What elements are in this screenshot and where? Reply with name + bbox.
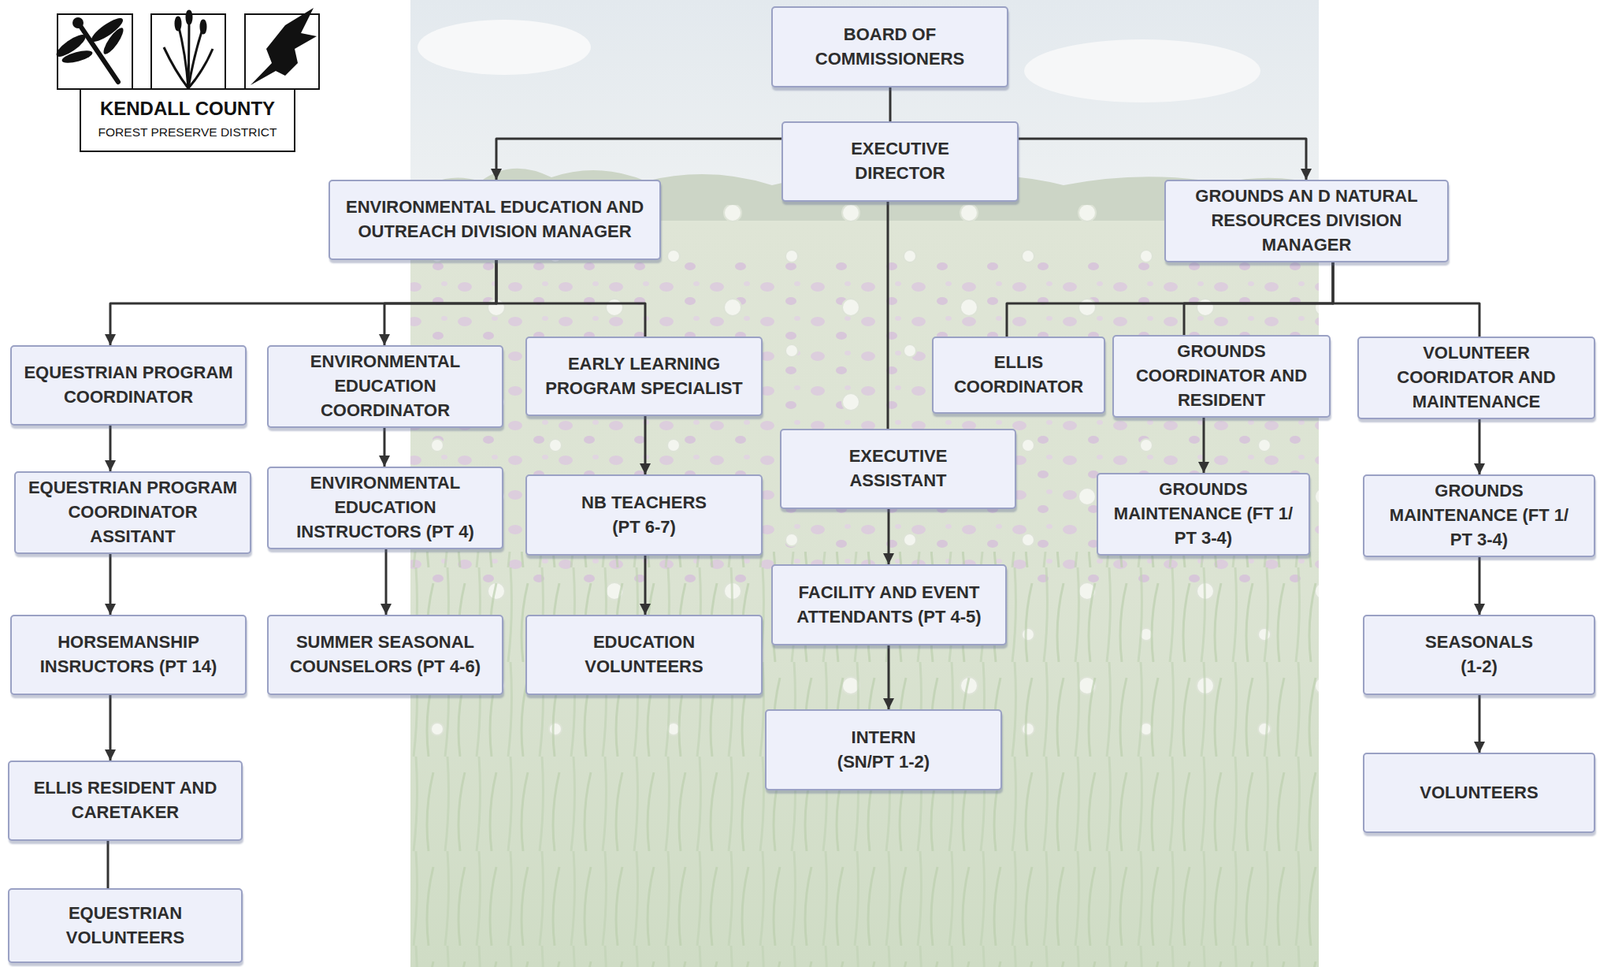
cloud [1024,39,1261,103]
org-box: ENVIRONMENTAL EDUCATION COORDINATOR [267,345,504,428]
box-label: FACILITY AND EVENT ATTENDANTS (PT 4-5) [782,580,996,630]
box-label: ENVIRONMENTAL EDUCATION AND OUTREACH DIV… [339,195,650,245]
connector [496,259,646,337]
box-label: SUMMER SEASONAL COUNSELORS (PT 4-6) [278,630,493,680]
bird-icon [250,7,317,86]
box-label: VOLUNTEER COORIDATOR AND MAINTENANCE [1368,341,1585,414]
org-box: FACILITY AND EVENT ATTENDANTS (PT 4-5) [771,564,1007,646]
box-label: NB TEACHERS (PT 6-7) [573,490,716,540]
connector [107,840,110,888]
plant-stem [188,48,213,89]
box-label: EARLY LEARNING PROGRAM SPECIALIST [536,352,752,401]
box-label: INTERN (SN/PT 1-2) [820,725,947,775]
box-label: EQUESTRIAN PROGRAM COORDINATOR [21,360,236,410]
org-box: VOLUNTEER COORIDATOR AND MAINTENANCE [1357,336,1596,420]
connector [1018,138,1307,180]
org-box: GROUNDS COORDINATOR AND RESIDENT [1112,334,1331,418]
grass-field [410,551,1319,967]
org-box: VOLUNTEERS [1362,752,1596,833]
cloud [417,19,591,75]
connector [109,553,112,615]
connector [1478,556,1482,615]
connector [110,259,497,346]
box-label: HORSEMANSHIP INSRUCTORS (PT 14) [21,630,236,680]
prairie-photo [410,0,1319,967]
connector [1006,262,1333,337]
box-label: EXECUTIVE DIRECTOR [821,137,980,186]
connector [384,259,497,346]
org-box: SEASONALS (1-2) [1362,614,1596,695]
seed-head [186,11,192,24]
connector [644,555,647,615]
org-box: GROUNDS AN D NATURAL RESOURCES DIVISION … [1164,179,1449,263]
seed-head [200,20,206,34]
connector [383,427,387,467]
box-label: VOLUNTEERS [1419,780,1538,806]
box-label: GROUNDS MAINTENANCE (FT 1/ PT 3-4) [1107,477,1300,550]
org-box: ELLIS COORDINATOR [931,336,1106,414]
box-label: GROUNDS MAINTENANCE (FT 1/ PT 3-4) [1380,478,1578,552]
connector [887,645,891,710]
org-box: EXECUTIVE DIRECTOR [781,121,1019,202]
connector [887,201,890,429]
org-box: EARLY LEARNING PROGRAM SPECIALIST [525,336,763,416]
connector [1202,417,1206,473]
org-box: ENVIRONMENTAL EDUCATION INSTRUCTORS (PT … [267,466,504,550]
connector [1332,262,1480,337]
connector [887,508,891,565]
org-box: EQUESTRIAN PROGRAM COORDINATOR ASSITANT [14,471,252,554]
box-label: EDUCATION VOLUNTEERS [553,630,736,680]
connector [644,415,647,475]
district-logo [53,7,320,152]
logo-text: KENDALL COUNTY [80,97,295,120]
seed-head [175,17,181,30]
box-label: ENVIRONMENTAL EDUCATION COORDINATOR [278,349,493,423]
plant-stem [188,17,190,89]
org-box: ELLIS RESIDENT AND CARETAKER [7,760,243,841]
box-label: EQUESTRIAN PROGRAM COORDINATOR ASSITANT [25,475,241,549]
plant-stem [178,23,189,89]
connector [1478,419,1482,475]
box-label: ELLIS RESIDENT AND CARETAKER [18,775,232,825]
org-box: EQUESTRIAN PROGRAM COORDINATOR [10,345,247,426]
plant-icon [163,11,213,89]
connector [889,87,892,122]
dragonfly-head [72,17,84,29]
dragonfly-icon [53,14,127,82]
box-label: SEASONALS (1-2) [1420,630,1539,680]
connector [1478,694,1482,753]
box-label: BOARD OF COMMISSIONERS [795,22,985,72]
box-label: ELLIS COORDINATOR [942,350,1095,400]
connector [385,549,388,615]
org-box: GROUNDS MAINTENANCE (FT 1/ PT 3-4) [1362,474,1596,557]
org-box: GROUNDS MAINTENANCE (FT 1/ PT 3-4) [1096,472,1311,556]
org-box: EXECUTIVE ASSISTANT [779,428,1017,509]
org-box: BOARD OF COMMISSIONERS [771,6,1009,88]
connector [496,138,782,180]
box-label: GROUNDS AN D NATURAL RESOURCES DIVISION … [1175,184,1438,257]
org-box: EDUCATION VOLUNTEERS [525,614,763,695]
box-label: EXECUTIVE ASSISTANT [819,444,977,494]
org-box: NB TEACHERS (PT 6-7) [525,474,763,556]
dragonfly-wing [60,48,94,66]
org-box: SUMMER SEASONAL COUNSELORS (PT 4-6) [267,614,504,695]
dragonfly-wing [100,25,127,57]
logo-frame [80,89,295,152]
org-box: HORSEMANSHIP INSRUCTORS (PT 14) [10,614,247,695]
connector [1184,262,1333,335]
connector [109,425,112,472]
plant-stem [163,47,189,89]
org-box: EQUESTRIAN VOLUNTEERS [7,887,243,963]
connector [109,694,112,761]
box-label: ENVIRONMENTAL EDUCATION INSTRUCTORS (PT … [278,471,493,544]
logo-text: FOREST PRESERVE DISTRICT [80,125,295,140]
box-label: GROUNDS COORDINATOR AND RESIDENT [1123,339,1320,413]
org-box: INTERN (SN/PT 1-2) [764,709,1003,791]
org-box: ENVIRONMENTAL EDUCATION AND OUTREACH DIV… [328,179,661,260]
logo-square [151,14,226,90]
box-label: EQUESTRIAN VOLUNTEERS [18,901,232,951]
